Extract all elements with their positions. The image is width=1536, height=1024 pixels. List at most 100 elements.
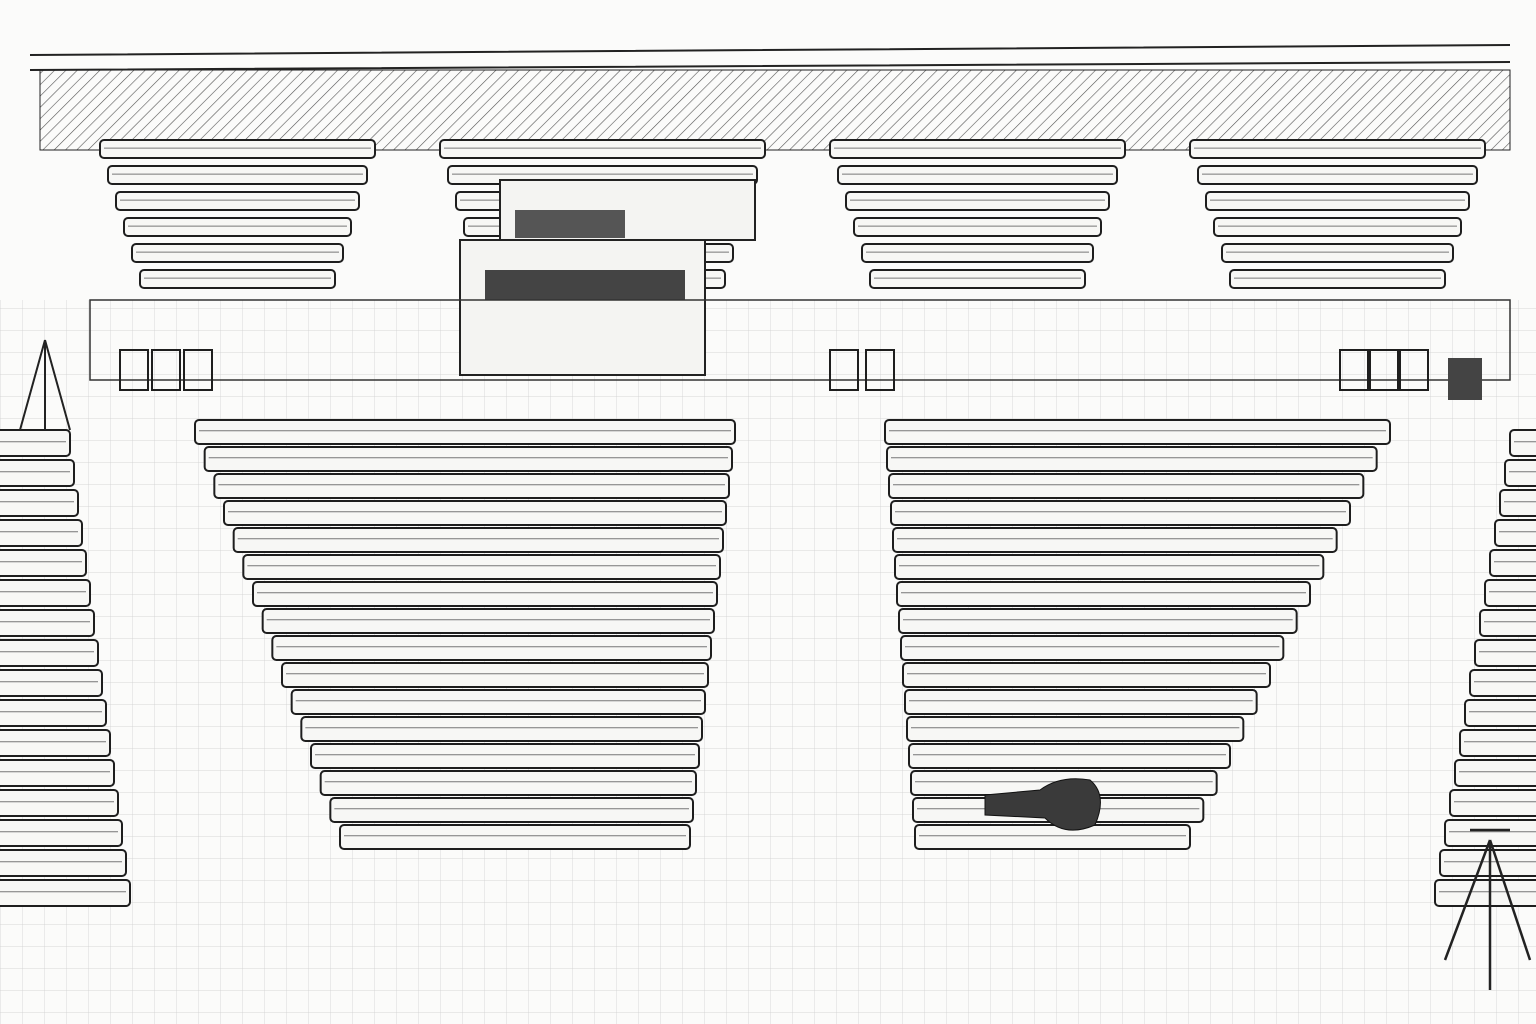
center-right-pew <box>886 446 1378 472</box>
center-right-pew <box>908 743 1231 769</box>
side-right-pew <box>1499 489 1536 517</box>
center-right-pew <box>890 500 1351 526</box>
side-right-pew <box>1439 849 1536 877</box>
balcony-pew <box>837 165 1118 185</box>
center-left-pew <box>203 446 733 472</box>
side-right-pew <box>1474 639 1536 667</box>
amplifier <box>1448 358 1482 400</box>
center-right-pew <box>898 608 1298 634</box>
side-left-pew <box>0 669 103 697</box>
balcony-pew <box>1221 243 1454 263</box>
chair <box>151 349 181 391</box>
balcony-pew <box>1229 269 1446 289</box>
center-left-pew <box>271 635 712 661</box>
music-stand-icon <box>19 339 71 431</box>
side-left-pew <box>0 549 87 577</box>
side-right-pew <box>1449 789 1536 817</box>
balcony-pew <box>139 269 336 289</box>
side-left-pew <box>0 519 83 547</box>
side-right-pew <box>1494 519 1536 547</box>
balcony-pew <box>99 139 376 159</box>
floor <box>0 300 1536 1024</box>
chair <box>119 349 149 391</box>
sound-equipment <box>485 270 685 300</box>
center-left-pew <box>310 743 700 769</box>
balcony <box>99 139 1486 289</box>
balcony-pew <box>1197 165 1478 185</box>
center-left-pew <box>261 608 715 634</box>
center-left-pew <box>329 797 694 823</box>
side-left-pew <box>0 579 91 607</box>
center-right-pew <box>900 635 1285 661</box>
side-left-pew <box>0 429 71 457</box>
center-left-pew <box>242 554 721 580</box>
chair <box>829 349 859 391</box>
side-right-pew <box>1464 699 1536 727</box>
side-left-pew <box>0 759 115 787</box>
side-left-pew <box>0 609 95 637</box>
side-right-pew <box>1459 729 1536 757</box>
stage-area <box>89 179 1511 391</box>
side-right-pew <box>1454 759 1536 787</box>
back-wall <box>39 69 1511 151</box>
center-left-pew <box>300 716 703 742</box>
balcony-pew <box>869 269 1086 289</box>
chair <box>183 349 213 391</box>
side-left-pew <box>0 489 79 517</box>
side-left-pew <box>0 459 75 487</box>
chair <box>1399 349 1429 391</box>
center-left-pew <box>319 770 697 796</box>
center-left-pew <box>194 419 736 445</box>
balcony-pew <box>1213 217 1462 237</box>
balcony-pew <box>439 139 766 159</box>
side-left-pew <box>0 699 107 727</box>
tripod-icon <box>1443 828 1532 990</box>
side-right-pew <box>1444 819 1536 847</box>
balcony-pew <box>829 139 1126 159</box>
balcony-pew <box>115 191 360 211</box>
side-left-pew <box>0 729 111 757</box>
balcony-pew <box>1189 139 1486 159</box>
center-left-pew <box>290 689 706 715</box>
center-left-pew <box>339 824 691 850</box>
center-left-pew <box>252 581 718 607</box>
balcony-pew <box>123 217 352 237</box>
chair <box>1369 349 1399 391</box>
balcony-rail <box>29 44 1511 71</box>
center-right-pew <box>896 581 1311 607</box>
balcony-pew <box>845 191 1110 211</box>
side-left-pew <box>0 789 119 817</box>
chair <box>1339 349 1369 391</box>
stage-front <box>89 299 1511 381</box>
sound-booth <box>459 239 706 376</box>
balcony-pew <box>853 217 1102 237</box>
center-left-pew <box>232 527 725 553</box>
side-right-pew <box>1504 459 1536 487</box>
booth-monitors <box>515 210 625 238</box>
balcony-pew <box>1205 191 1470 211</box>
center-right-pew <box>904 689 1258 715</box>
side-left-pew <box>0 819 123 847</box>
center-right-pew <box>902 662 1271 688</box>
center-left-pew <box>281 662 709 688</box>
props <box>19 339 1532 990</box>
side-right-pew <box>1509 429 1536 457</box>
center-right-pew <box>906 716 1245 742</box>
side-right-pew <box>1434 879 1536 907</box>
pews <box>0 419 1536 907</box>
side-left-pew <box>0 639 99 667</box>
side-left-pew <box>0 849 127 877</box>
guitar-case-icon <box>984 778 1101 831</box>
side-right-pew <box>1489 549 1536 577</box>
center-right-pew <box>894 554 1325 580</box>
center-left-pew <box>213 473 731 499</box>
balcony-pew <box>131 243 344 263</box>
center-right-pew <box>892 527 1338 553</box>
side-right-pew <box>1484 579 1536 607</box>
side-right-pew <box>1469 669 1536 697</box>
side-left-pew <box>0 879 131 907</box>
center-right-pew <box>884 419 1391 445</box>
center-right-pew <box>888 473 1365 499</box>
center-right-pew <box>914 824 1191 850</box>
